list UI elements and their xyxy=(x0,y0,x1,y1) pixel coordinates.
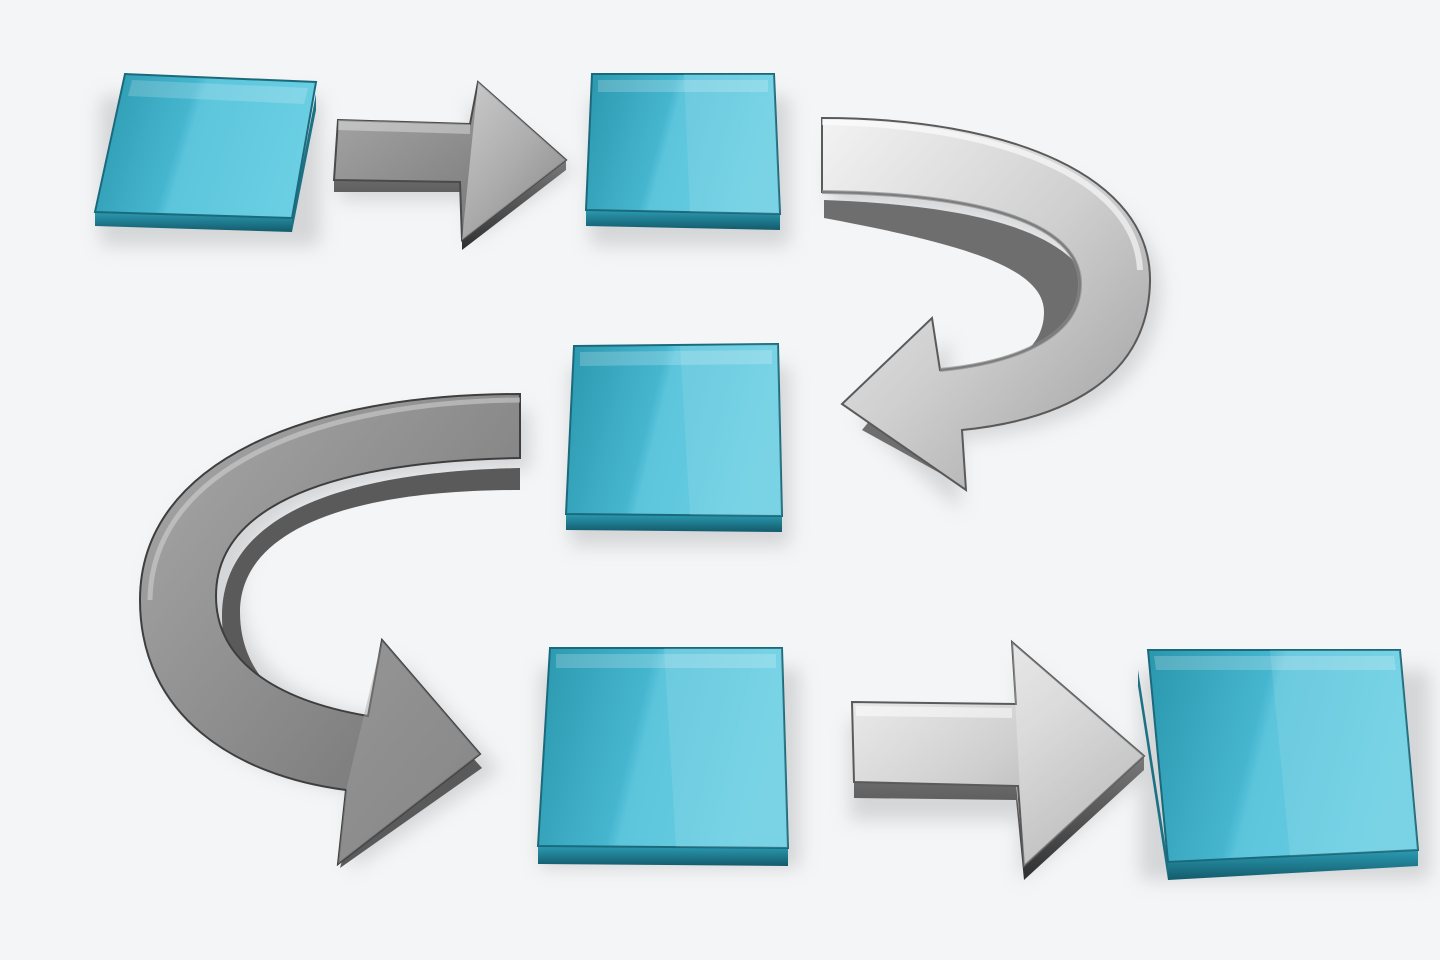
process-step-3 xyxy=(564,342,784,532)
u-turn-arrow-left xyxy=(138,392,521,868)
process-step-1 xyxy=(93,72,318,232)
process-step-4 xyxy=(536,647,790,866)
process-step-5 xyxy=(1138,649,1420,880)
process-step-2 xyxy=(584,73,782,230)
u-turn-arrow-right xyxy=(821,116,1152,493)
straight-arrow-2 xyxy=(850,639,1146,880)
straight-arrow-1 xyxy=(332,80,568,250)
